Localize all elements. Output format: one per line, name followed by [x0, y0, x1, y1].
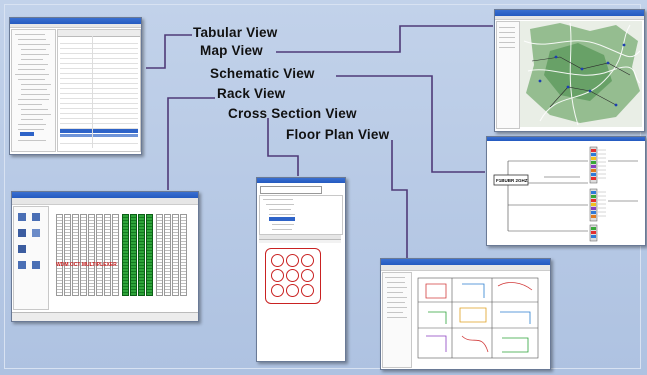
tabular-menubar[interactable]: [10, 24, 141, 28]
schematic-view-window[interactable]: F1BUBR 2GHZ: [486, 136, 646, 246]
map-titlebar[interactable]: [495, 10, 644, 16]
cross-section-tree-selected[interactable]: [269, 217, 295, 221]
tabular-view-label: Tabular View: [193, 25, 278, 40]
cross-section-selector[interactable]: [260, 186, 322, 194]
floor-plan-titlebar[interactable]: [381, 259, 550, 265]
cross-section-view-label: Cross Section View: [228, 106, 357, 121]
rack-titlebar[interactable]: [12, 192, 198, 198]
tabular-attribute-grid[interactable]: [57, 29, 141, 152]
cross-section-drawing[interactable]: [265, 248, 321, 304]
rack-canvas[interactable]: WDM OCT MULTIPLEXER: [50, 206, 195, 308]
schematic-port-strip-2: [589, 188, 598, 222]
schematic-port-strip-1: [589, 146, 598, 184]
map-layer-panel[interactable]: [496, 21, 520, 129]
rack-statusbar: [12, 312, 198, 321]
schematic-port-strip-3: [589, 224, 598, 242]
floor-plan-toolbar[interactable]: [381, 265, 550, 271]
floor-plan-tree[interactable]: [382, 272, 412, 368]
rack-view-window[interactable]: WDM OCT MULTIPLEXER: [11, 191, 199, 322]
rack-overlay-label: WDM OCT MULTIPLEXER: [56, 262, 117, 268]
schematic-node-label: F1BUBR 2GHZ: [496, 178, 528, 183]
schematic-canvas[interactable]: [488, 143, 643, 243]
cross-section-tree[interactable]: [259, 195, 343, 235]
tabular-view-window[interactable]: [9, 17, 142, 155]
tabular-tree-panel[interactable]: [11, 29, 56, 152]
tabular-titlebar[interactable]: [10, 18, 141, 24]
floor-plan-canvas[interactable]: [412, 272, 548, 366]
map-view-label: Map View: [200, 43, 263, 58]
map-view-window[interactable]: [494, 9, 645, 132]
floor-plan-view-label: Floor Plan View: [286, 127, 390, 142]
schematic-view-label: Schematic View: [210, 66, 315, 81]
floor-plan-view-window[interactable]: [380, 258, 551, 370]
tabular-tree-selected[interactable]: [20, 132, 34, 136]
map-canvas[interactable]: [520, 21, 642, 127]
cross-section-view-window[interactable]: [256, 177, 346, 362]
schematic-titlebar[interactable]: [487, 137, 645, 141]
rack-toolbar[interactable]: [12, 198, 198, 205]
cross-section-titlebar[interactable]: [257, 178, 345, 183]
map-toolbar[interactable]: [495, 16, 644, 20]
rack-palette-panel[interactable]: [13, 206, 49, 310]
tabular-row-selected[interactable]: [60, 129, 138, 133]
rack-view-label: Rack View: [217, 86, 286, 101]
